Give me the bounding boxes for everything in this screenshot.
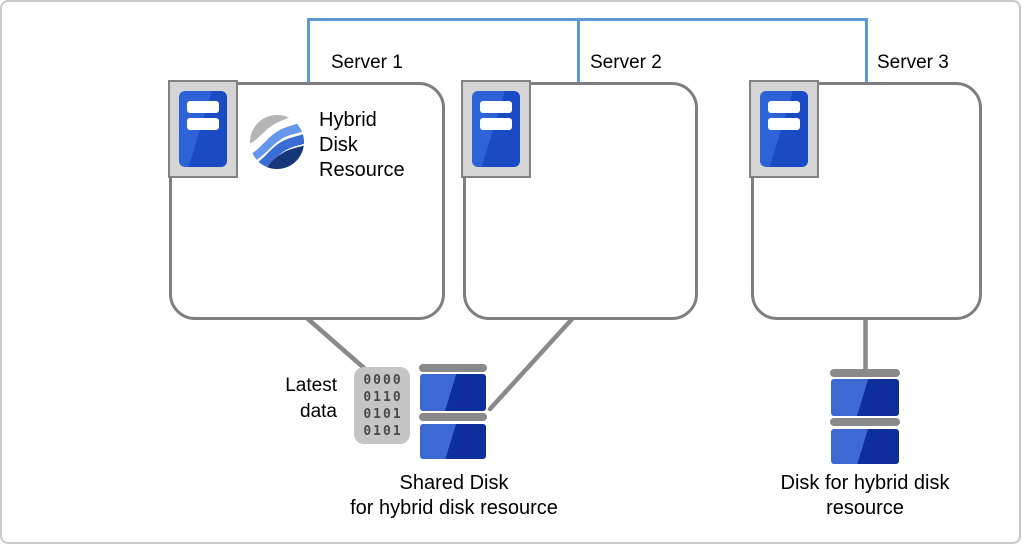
server1-icon — [168, 80, 238, 178]
server-slot — [187, 118, 219, 130]
server-panel — [472, 91, 520, 167]
server-slot — [187, 101, 219, 113]
blue-interconnect-line — [307, 18, 868, 82]
server1-to-shared-disk-line — [305, 316, 367, 371]
server-slot — [480, 118, 512, 130]
server2-label: Server 2 — [590, 52, 662, 73]
binary-row: 0101 — [363, 407, 403, 422]
shared-disk-caption: Shared Disk for hybrid disk resource — [350, 472, 558, 519]
disk-bar — [830, 369, 900, 377]
hybrid-disk-resource-icon — [250, 115, 304, 169]
server-slot — [480, 101, 512, 113]
server3-icon — [749, 80, 819, 178]
server-slot — [768, 101, 800, 113]
server2-icon — [461, 80, 531, 178]
server1-label: Server 1 — [331, 52, 403, 73]
hybrid-disk-caption: Disk for hybrid disk resource — [780, 472, 950, 519]
disk-bar — [419, 413, 487, 421]
disk-bar — [419, 364, 487, 372]
disk-bar — [830, 418, 900, 426]
server-panel — [179, 91, 227, 167]
disk-platter — [420, 424, 486, 459]
binary-row: 0101 — [363, 424, 403, 439]
disk-platter — [831, 429, 899, 464]
disk-platter — [420, 374, 486, 411]
hybrid-disk-resource-label: Hybrid Disk Resource — [319, 109, 405, 181]
binary-row: 0000 — [363, 373, 403, 388]
server-slot — [768, 118, 800, 130]
hybrid-disk-resource-disk-icon — [830, 369, 900, 464]
binary-data-icon: 0000 0110 0101 0101 — [354, 367, 410, 444]
shared-disk-icon — [419, 364, 487, 459]
server-panel — [760, 91, 808, 167]
server3-label: Server 3 — [877, 52, 949, 73]
disk-platter — [831, 379, 899, 416]
binary-row: 0110 — [363, 390, 403, 405]
latest-data-label: Latest data — [285, 375, 337, 422]
server2-box — [463, 82, 698, 320]
server2-to-shared-disk-line — [487, 316, 575, 412]
